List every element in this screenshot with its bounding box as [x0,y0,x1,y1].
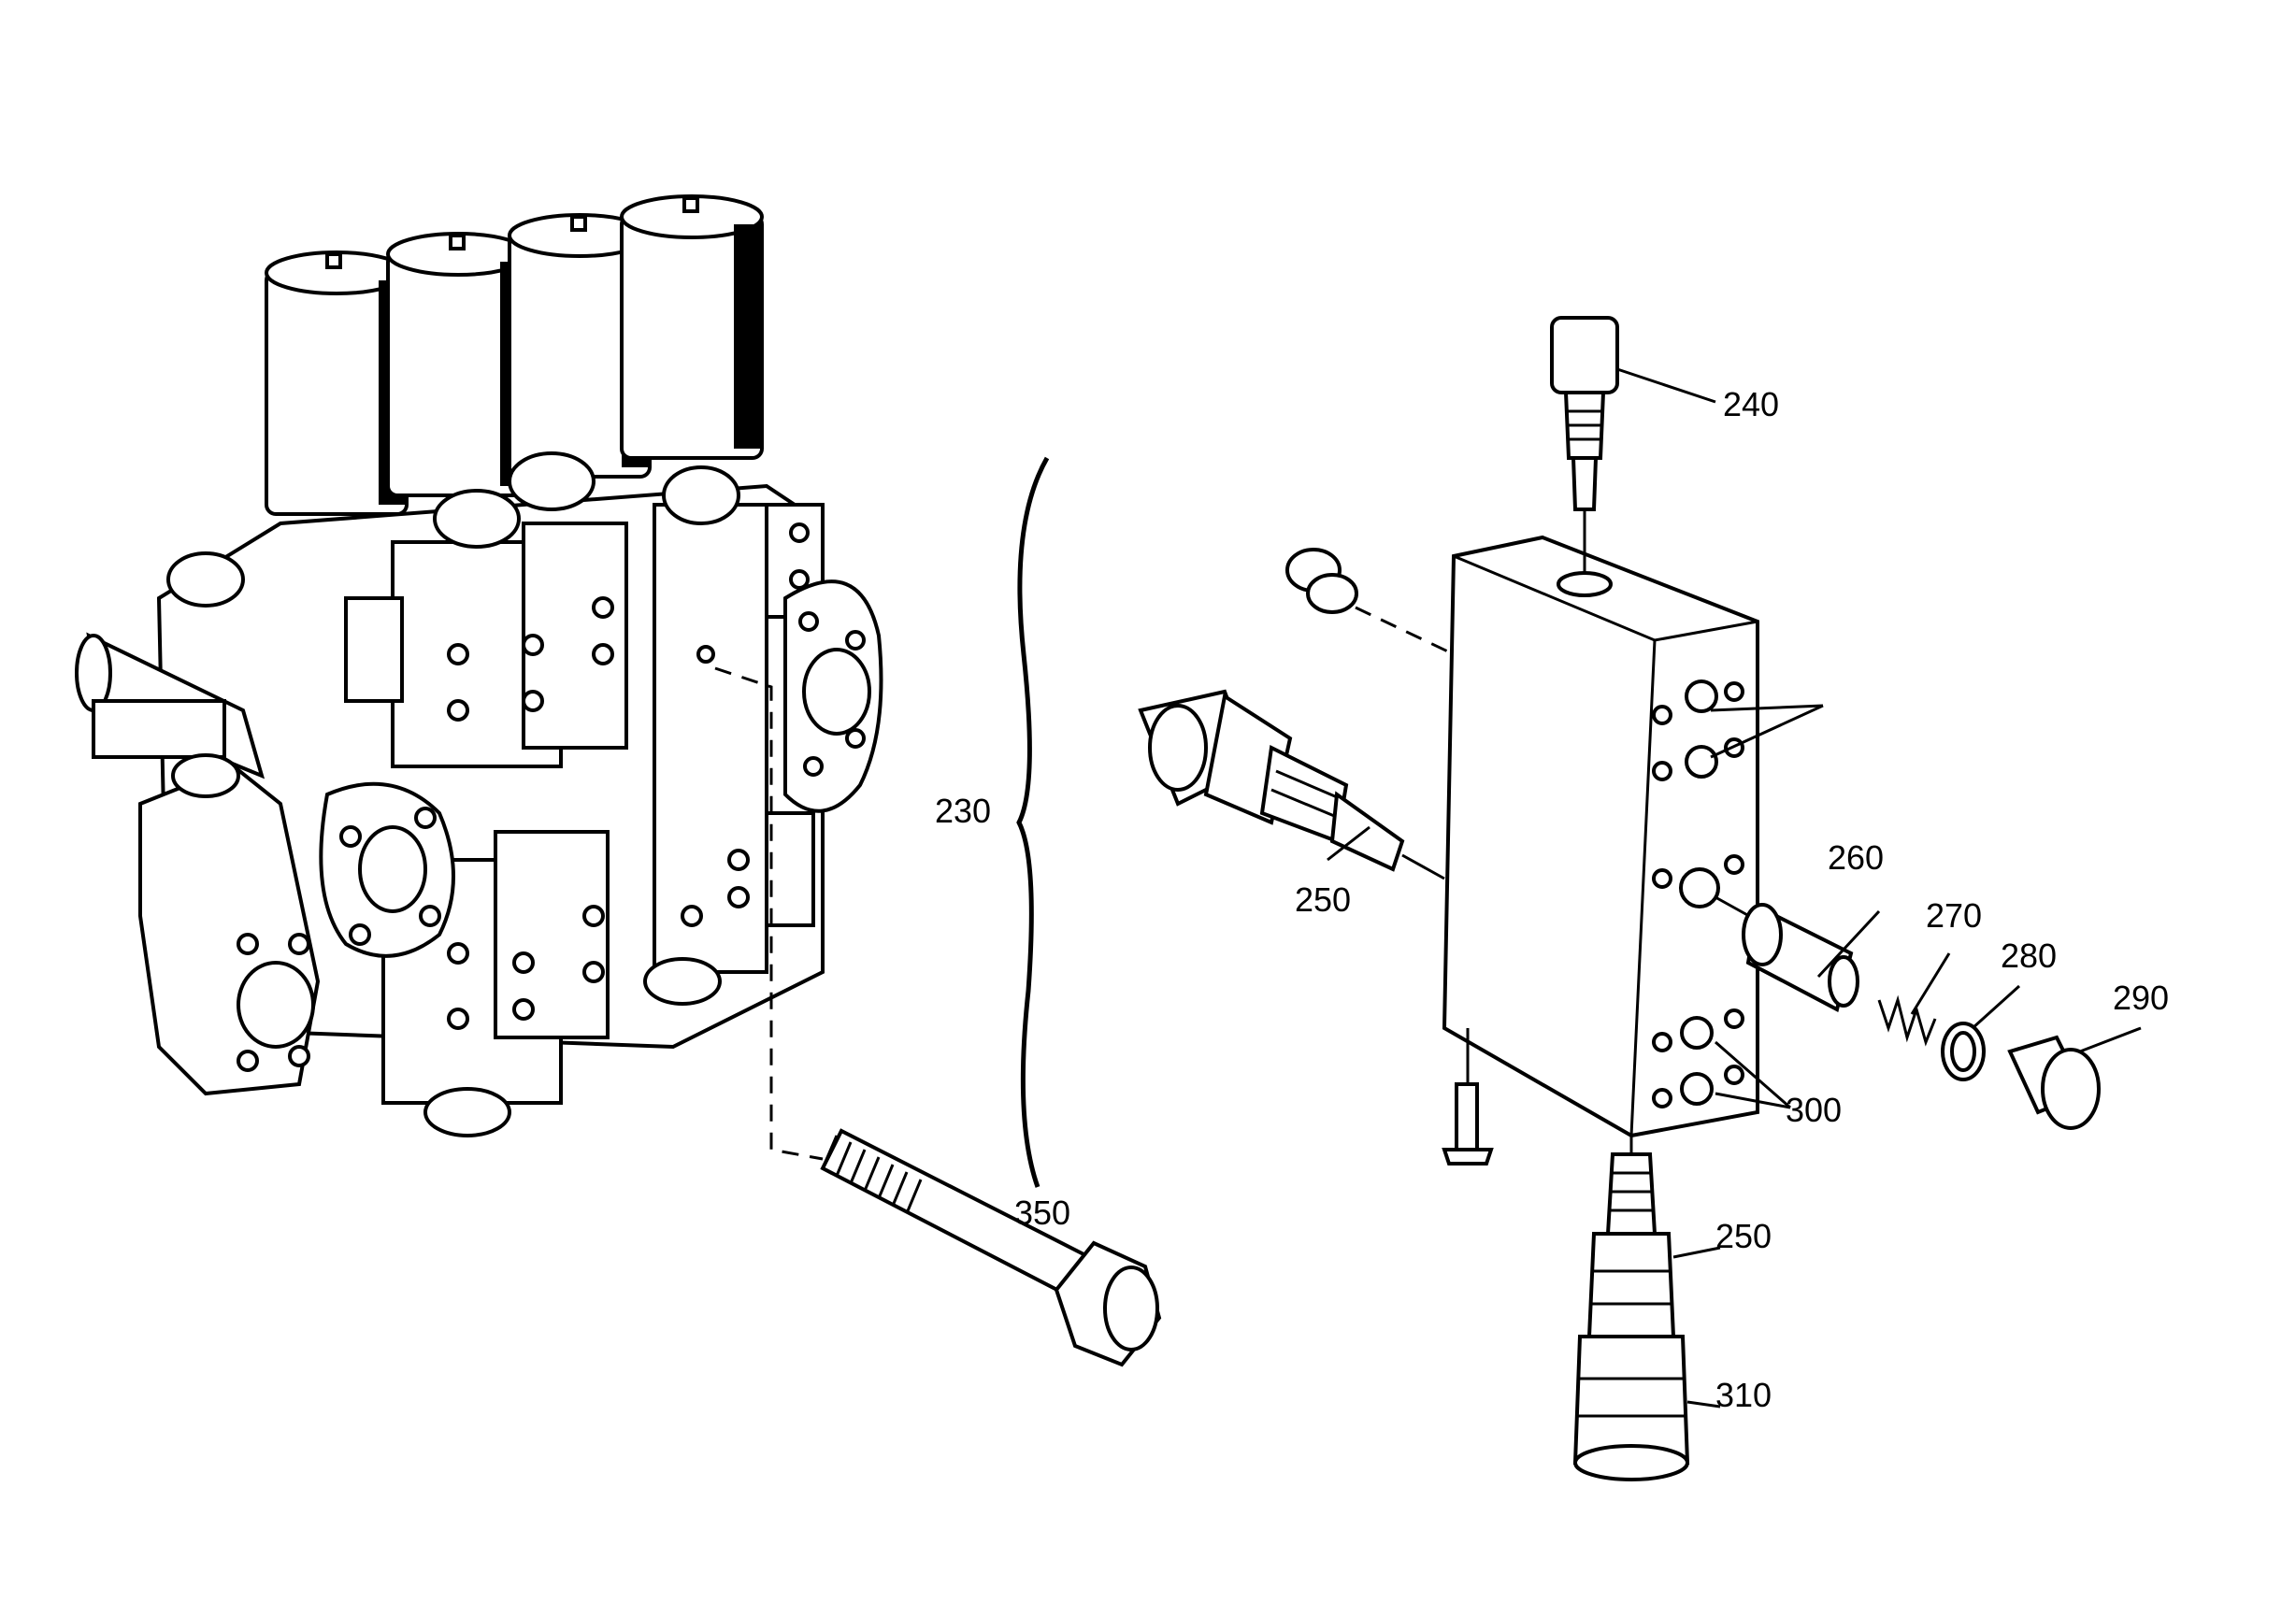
callout-290: 290 [2113,979,2169,1017]
solenoid-coil-4 [620,194,764,460]
side-flange [783,579,883,813]
relief-valve-250-left [1138,689,1405,872]
o-ring-280 [1941,1022,1986,1081]
port-holes [447,522,810,1030]
callout-250-bottom: 250 [1715,1217,1772,1255]
bolt-350 [820,1128,1162,1367]
relief-valve-250-bottom [1586,1152,1676,1338]
housing-310 [1572,1335,1690,1481]
sleeve-260 [1742,903,1859,1012]
valve-250-left-axis [1401,853,1445,880]
cartridge-240 [1550,316,1619,511]
callout-240: 240 [1723,385,1779,423]
callout-310: 310 [1715,1376,1772,1414]
manifold-block [1442,535,1759,1138]
callout-350: 350 [1014,1194,1070,1232]
callout-270: 270 [1926,896,1982,935]
solenoid-coil-1 [265,250,409,516]
callout-leaders [1327,367,2142,1409]
spring-270 [1877,994,1937,1047]
plug-290 [2007,1035,2101,1130]
callout-300: 300 [1786,1091,1842,1129]
callout-260: 260 [1828,838,1884,877]
screw-small [1442,1082,1494,1166]
valve-section-blocks [166,451,825,1137]
round-flange [319,781,455,958]
assembly-brace [1016,456,1050,1188]
valve-block-assembly [75,194,883,1137]
plug-small [1285,548,1358,614]
bolt-alignment-line [714,666,824,1161]
inlet-pipe [75,632,265,779]
callout-280: 280 [2001,937,2057,975]
callout-230: 230 [935,792,991,830]
solenoid-coil-2 [386,232,530,497]
callout-250-left: 250 [1295,880,1351,919]
pump-housing [138,753,321,1096]
plug-alignment-line [1355,606,1455,656]
